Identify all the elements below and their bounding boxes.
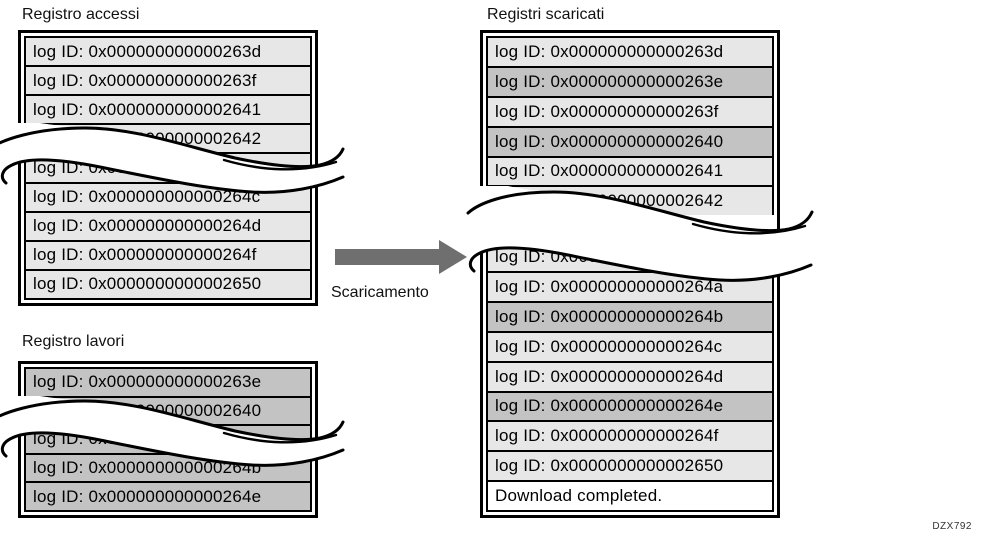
log-row-label: log ID: 0x000000000000264b (495, 306, 724, 326)
log-row: log ID: 0x000000000000263d (486, 36, 774, 68)
log-row: log ID: 0x000000000000263e (24, 367, 312, 398)
scaricati-rows: log ID: 0x000000000000263d log ID: 0x0000… (486, 36, 774, 512)
log-row-label: log ID: 0x0000000000002640 (33, 400, 262, 420)
accessi-rows: log ID: 0x000000000000263d log ID: 0x0000… (24, 36, 312, 300)
log-row: log ID: 0x0000000000002640 (486, 125, 774, 158)
log-row-label: log ID: 0x000000000000264e (33, 486, 262, 506)
log-row: log ID: 0x000000000000263d (24, 36, 312, 68)
log-row: log ID: 0x00000 (24, 152, 312, 184)
figure-code: DZX792 (932, 521, 972, 532)
log-row-label: log ID: 0x000000000000264c (33, 187, 261, 207)
log-row: log ID: 0x000000000000264f (24, 239, 312, 271)
log-row: log ID: 0x000000000000264e (486, 390, 774, 423)
log-row: log ID: 0x000000000000263f (24, 65, 312, 97)
log-row-label: log ID: 0x0000000000002641 (33, 99, 262, 119)
log-row-label: log ID: 0x0000000000002642 (33, 128, 262, 148)
log-row-label: log ID: 0x0000000000002642 (495, 191, 724, 211)
log-row: log ID: 0x0000000000002641 (24, 94, 312, 126)
log-row: log ID: 0x000000000000263e (486, 65, 774, 98)
log-row-label: log ID: 0x000000000000264f (495, 426, 719, 446)
log-row: log ID: 0x000000000000264a (486, 271, 774, 303)
log-row-label: log ID: 0x00000 (495, 247, 618, 267)
log-row: log ID: 0x00000 (24, 424, 312, 455)
registro-accessi-list: log ID: 0x000000000000263d log ID: 0x0000… (18, 30, 318, 306)
log-row: log ID: 0x000000000000264b (24, 452, 312, 484)
log-row-label: log ID: 0x000000000000264f (33, 245, 257, 265)
torn-gap (486, 215, 774, 244)
status-row-label: Download completed. (495, 486, 663, 506)
log-row-label: log ID: 0x000000000000264d (495, 366, 724, 386)
lavori-list-title: Registro lavori (22, 333, 125, 350)
log-row-label: log ID: 0x0000000000002650 (33, 274, 262, 294)
status-row: Download completed. (486, 480, 774, 512)
lavori-rows: log ID: 0x000000000000263e log ID: 0x0000… (24, 367, 312, 512)
log-row-label: log ID: 0x000000000000263e (495, 71, 724, 91)
log-row: log ID: 0x000000000000264b (486, 300, 774, 333)
download-arrow-icon (335, 240, 467, 274)
log-row-label: log ID: 0x0000000000002641 (495, 161, 724, 181)
log-row: log ID: 0x000000000000263f (486, 95, 774, 128)
log-row-label: log ID: 0x000000000000264c (495, 336, 723, 356)
log-row: log ID: 0x000000000000264d (24, 210, 312, 242)
log-row: log ID: 0x0000000000002650 (24, 268, 312, 300)
log-row-label: log ID: 0x00000 (33, 429, 156, 449)
log-row-label: log ID: 0x000000000000263e (33, 372, 262, 392)
log-row-label: log ID: 0x00000 (33, 157, 156, 177)
arrow-label: Scaricamento (331, 284, 429, 301)
log-row: log ID: 0x00000 (486, 241, 774, 273)
log-row-label: log ID: 0x0000000000002640 (495, 131, 724, 151)
log-row-label: log ID: 0x000000000000264d (33, 216, 262, 236)
log-row-label: log ID: 0x000000000000263f (495, 101, 719, 121)
log-row: log ID: 0x000000000000264c (486, 330, 774, 363)
accessi-list-title: Registro accessi (22, 6, 140, 23)
log-row-label: log ID: 0x000000000000263d (495, 41, 724, 61)
log-row-label: log ID: 0x000000000000264b (33, 458, 262, 478)
registro-lavori-list: log ID: 0x000000000000263e log ID: 0x0000… (18, 361, 318, 518)
log-row: log ID: 0x0000000000002641 (486, 155, 774, 188)
log-row: log ID: 0x0000000000002642 (24, 123, 312, 155)
log-row: log ID: 0x000000000000264d (486, 360, 774, 393)
registri-scaricati-list: log ID: 0x000000000000263d log ID: 0x0000… (480, 30, 780, 518)
log-row-label: log ID: 0x000000000000264a (495, 276, 724, 296)
scaricati-list-title: Registri scaricati (487, 6, 605, 23)
log-row-label: log ID: 0x000000000000264e (495, 396, 724, 416)
log-row: log ID: 0x0000000000002650 (486, 450, 774, 483)
log-row: log ID: 0x000000000000264e (24, 481, 312, 512)
log-row: log ID: 0x0000000000002640 (24, 395, 312, 427)
log-row-label: log ID: 0x000000000000263f (33, 70, 257, 90)
log-row-label: log ID: 0x000000000000263d (33, 41, 262, 61)
log-row: log ID: 0x000000000000264f (486, 420, 774, 453)
log-row: log ID: 0x000000000000264c (24, 181, 312, 213)
log-row: log ID: 0x0000000000002642 (486, 185, 774, 218)
log-row-label: log ID: 0x0000000000002650 (495, 456, 724, 476)
